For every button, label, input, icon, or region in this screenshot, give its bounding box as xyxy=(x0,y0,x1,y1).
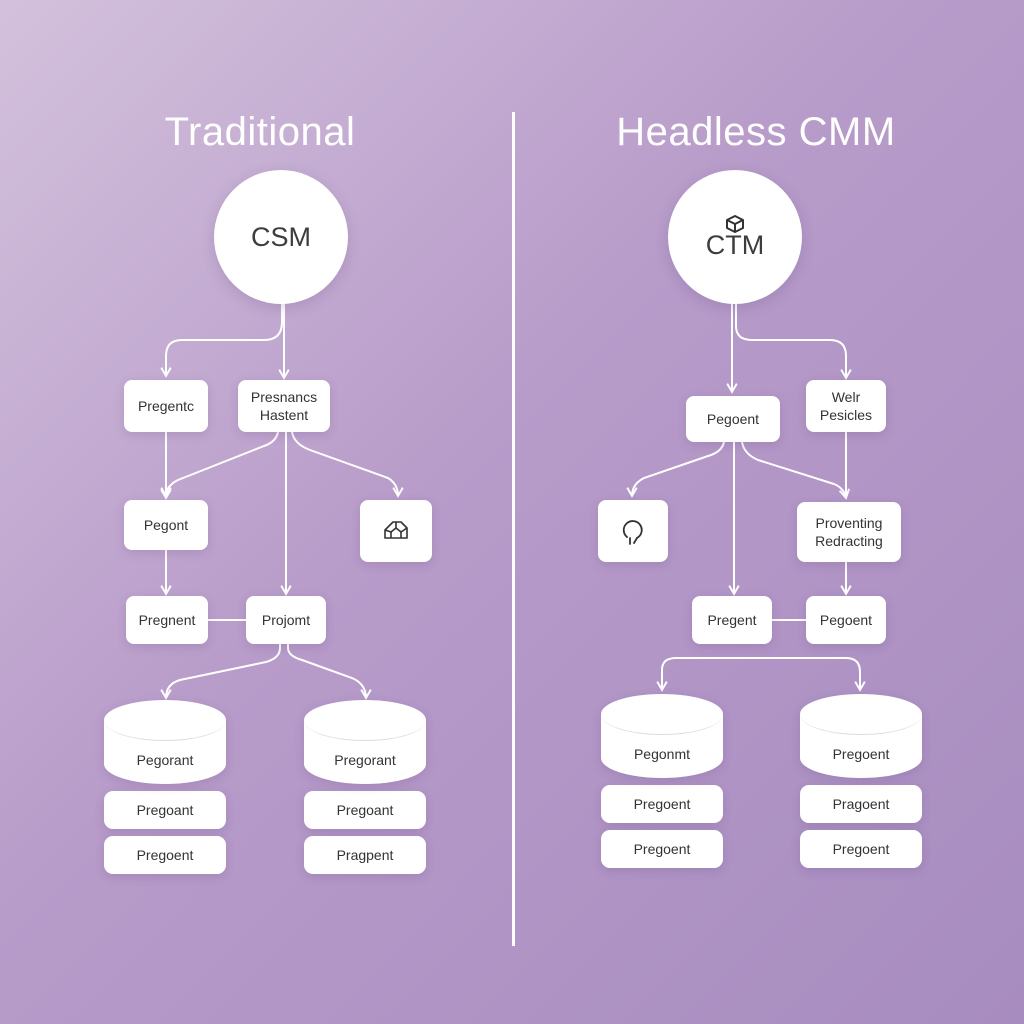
left-row3-node-b: Projomt xyxy=(246,596,326,644)
db-label: Pegorant xyxy=(136,752,194,768)
csm-hub: CSM xyxy=(214,170,348,304)
cube-icon xyxy=(384,521,408,539)
left-database-1: Pegorant Pregoant Pregoent xyxy=(104,700,226,874)
csm-hub-label: CSM xyxy=(251,221,311,252)
db-disk: Pragoent xyxy=(800,785,922,823)
refresh-icon xyxy=(622,520,643,545)
right-database-1: Pegonmt Pregoent Pregoent xyxy=(601,694,723,868)
headless-title: Headless CMM xyxy=(616,110,896,154)
left-database-2: Pregorant Pregoant Pragpent xyxy=(304,700,426,874)
db-label: Pegonmt xyxy=(633,746,691,762)
db-disk: Pregoant xyxy=(304,791,426,829)
left-row1-node-a: Pregentc xyxy=(124,380,208,432)
left-row1-node-b: Presnancs Hastent xyxy=(238,380,330,432)
db-label: Pregoent xyxy=(832,746,890,762)
right-database-2: Pregoent Pragoent Pregoent xyxy=(800,694,922,868)
db-disk: Pregoant xyxy=(104,791,226,829)
left-row3-node-a: Pregnent xyxy=(126,596,208,644)
right-row1-node-b: Welr Pesicles xyxy=(806,380,886,432)
right-icon-node xyxy=(598,500,668,562)
right-row1-node-a: Pegoent xyxy=(686,396,780,442)
db-disk: Pregoent xyxy=(104,836,226,874)
db-label: Pregorant xyxy=(334,752,396,768)
traditional-title: Traditional xyxy=(164,110,356,154)
right-row3-node-a: Pregent xyxy=(692,596,772,644)
db-disk: Pregoent xyxy=(800,830,922,868)
left-icon-node xyxy=(360,500,432,562)
ctm-hub-label: CTM xyxy=(705,229,765,260)
divider xyxy=(512,112,515,946)
ctm-hub: CTM xyxy=(668,170,802,304)
right-row3-node-b: Pegoent xyxy=(806,596,886,644)
right-row2-node: Proventing Redracting xyxy=(797,502,901,562)
left-row2-node: Pegont xyxy=(124,500,208,550)
db-disk: Pragpent xyxy=(304,836,426,874)
cube-icon xyxy=(726,214,744,233)
db-disk: Pregoent xyxy=(601,785,723,823)
db-disk: Pregoent xyxy=(601,830,723,868)
